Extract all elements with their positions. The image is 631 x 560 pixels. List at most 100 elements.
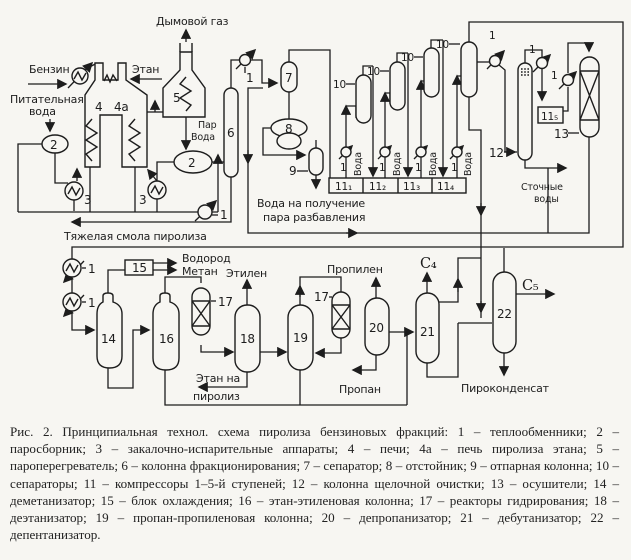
label-pirokondensat: Пироконденсат bbox=[461, 382, 550, 395]
fractionator-6 bbox=[223, 87, 239, 178]
label-propilen: Пропилен bbox=[327, 263, 383, 276]
cooler-1-s2 bbox=[379, 146, 391, 158]
eq-num-12: 12 bbox=[489, 146, 504, 160]
eq-num-11-1: 11₁ bbox=[335, 181, 352, 193]
label-voda: Вода bbox=[191, 132, 215, 143]
label-etan: Этан bbox=[132, 63, 159, 76]
hydrogenation-reactor-17b bbox=[331, 291, 351, 339]
separator-10d bbox=[460, 41, 478, 98]
cooler-1-s3 bbox=[415, 146, 427, 158]
eq-num-16: 16 bbox=[159, 332, 174, 346]
cooler-1-s4 bbox=[451, 146, 463, 158]
heat-exchanger-benzin bbox=[71, 67, 89, 85]
steam-drum-2b bbox=[173, 150, 213, 174]
cooler-1-s7 bbox=[561, 73, 575, 87]
eq-num-1f: 1 bbox=[451, 162, 457, 174]
label-etan-py-1: Этан на bbox=[196, 372, 240, 385]
eq-num-14: 14 bbox=[101, 332, 116, 346]
eq-num-1d: 1 bbox=[379, 162, 385, 174]
separator-10a bbox=[355, 74, 372, 124]
label-voda-stage1: Вода bbox=[353, 152, 364, 176]
eq-num-1c: 1 bbox=[340, 162, 346, 174]
eq-num-20: 20 bbox=[369, 321, 384, 335]
cooler-1-s5 bbox=[488, 54, 502, 68]
demethanizer-14 bbox=[96, 292, 123, 369]
eq-num-1h: 1 bbox=[529, 44, 535, 56]
equipment-numbers: 1 1 1 1 1 1 1 1 1 1 1 2 2 3 3 4 4а 5 6 7… bbox=[50, 30, 569, 346]
label-par: Пар bbox=[198, 120, 217, 131]
propane-propylene-column-19 bbox=[287, 304, 314, 371]
compressor-11-5 bbox=[537, 106, 564, 124]
eq-num-17b: 17 bbox=[314, 290, 329, 304]
quench-exchanger-3b bbox=[147, 180, 167, 200]
eq-num-7: 7 bbox=[285, 71, 292, 85]
eq-num-1a: 1 bbox=[246, 71, 253, 85]
label-feedwater-2: вода bbox=[29, 105, 56, 118]
process-flow-diagram: Дымовой газ Бензин Этан Питательная вода… bbox=[10, 15, 624, 406]
label-voda-stage3: Вода bbox=[428, 152, 439, 176]
label-voda-stage2: Вода bbox=[392, 152, 403, 176]
eq-num-11-5: 11₅ bbox=[541, 111, 558, 123]
label-dilution-1: Вода на получение bbox=[257, 197, 365, 210]
label-waste-1: Сточные bbox=[521, 182, 563, 193]
cooling-block-15 bbox=[124, 259, 154, 276]
equipment bbox=[41, 41, 600, 373]
eq-num-18: 18 bbox=[240, 332, 255, 346]
label-benzin: Бензин bbox=[29, 63, 70, 76]
eq-num-4a: 4а bbox=[114, 100, 129, 114]
eq-num-3a: 3 bbox=[84, 193, 91, 207]
superheater-5 bbox=[162, 43, 206, 118]
steam-drum-2a bbox=[41, 134, 69, 154]
eq-num-1k: 1 bbox=[88, 296, 95, 310]
stream-labels: Дымовой газ Бензин Этан Питательная вода… bbox=[10, 15, 563, 403]
label-dilution-2: пара разбавления bbox=[263, 211, 365, 224]
cooler-1-c2 bbox=[62, 292, 82, 312]
cooler-1-s1 bbox=[340, 146, 352, 158]
furnace-4-4a bbox=[84, 62, 148, 168]
label-c4: C₄ bbox=[420, 256, 437, 272]
eq-num-4: 4 bbox=[95, 100, 102, 114]
eq-num-19: 19 bbox=[293, 331, 308, 345]
depentanizer-22 bbox=[492, 271, 517, 354]
label-vodorod: Водород bbox=[182, 252, 231, 265]
figure-caption: Рис. 2. Принципиальная технол. схема пир… bbox=[10, 424, 619, 543]
deethanizer-18 bbox=[234, 304, 261, 373]
eq-num-1e: 1 bbox=[415, 162, 421, 174]
eq-num-21: 21 bbox=[420, 325, 435, 339]
eq-num-10d: 10 bbox=[436, 39, 449, 51]
label-feedwater-1: Питательная bbox=[10, 93, 84, 106]
eq-num-11-3: 11₃ bbox=[403, 181, 420, 193]
label-c5: C₅ bbox=[522, 278, 539, 294]
ethane-ethylene-column-16 bbox=[152, 292, 180, 371]
label-waste-2: воды bbox=[534, 194, 559, 205]
label-propan: Пропан bbox=[339, 383, 381, 396]
eq-num-17a: 17 bbox=[218, 295, 233, 309]
separator-10c bbox=[423, 47, 440, 98]
eq-num-8: 8 bbox=[285, 122, 292, 136]
separator-7 bbox=[280, 61, 298, 93]
settler-8 bbox=[270, 118, 308, 150]
eq-num-13: 13 bbox=[554, 127, 569, 141]
stripper-9 bbox=[308, 147, 324, 176]
eq-num-11-2: 11₂ bbox=[369, 181, 386, 193]
eq-num-1g: 1 bbox=[489, 30, 495, 42]
eq-num-22: 22 bbox=[497, 307, 512, 321]
dryer-13 bbox=[579, 56, 600, 138]
caption-block: Рис. 2. Принципиальная технол. схема пир… bbox=[0, 418, 631, 543]
eq-num-5: 5 bbox=[173, 91, 180, 105]
eq-num-3b: 3 bbox=[139, 193, 146, 207]
separator-10b bbox=[389, 61, 406, 111]
depropanizer-20 bbox=[364, 297, 390, 356]
eq-num-11-4: 11₄ bbox=[437, 181, 454, 193]
label-flue-gas: Дымовой газ bbox=[156, 15, 229, 28]
eq-num-2a: 2 bbox=[50, 138, 57, 152]
eq-num-1b: 1 bbox=[220, 208, 227, 222]
eq-num-2b: 2 bbox=[188, 156, 195, 170]
cooler-1-s6 bbox=[535, 56, 549, 70]
label-voda-stage4: Вода bbox=[463, 152, 474, 176]
eq-num-10b: 10 bbox=[367, 66, 380, 78]
eq-num-10c: 10 bbox=[401, 52, 414, 64]
eq-num-6: 6 bbox=[227, 126, 234, 140]
eq-num-1i: 1 bbox=[551, 70, 557, 82]
